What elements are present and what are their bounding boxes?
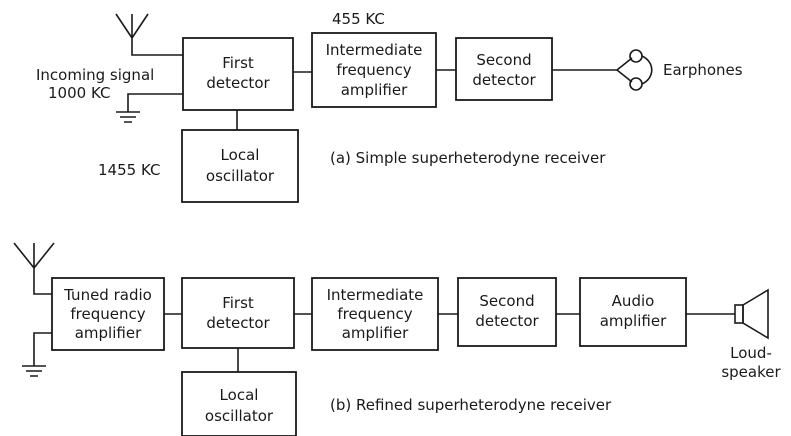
caption-b: (b) Refined superheterodyne receiver xyxy=(330,396,612,414)
diagram-a: 455 KC Incoming signal 1000 KC 1455 KC F… xyxy=(36,10,743,203)
local-oscillator-label-b2: oscillator xyxy=(205,407,274,425)
antenna-icon-a xyxy=(115,13,183,56)
rf-amplifier-label-1: Tuned radio xyxy=(63,286,152,304)
if-amplifier-label-a3: amplifier xyxy=(341,81,408,99)
first-detector-label-a2: detector xyxy=(206,74,270,92)
audio-amplifier-label-2: amplifier xyxy=(600,312,667,330)
if-frequency-label: 455 KC xyxy=(332,10,385,28)
second-detector-box-a xyxy=(455,37,553,101)
ground-icon-b xyxy=(22,332,52,377)
local-oscillator-label-b1: Local xyxy=(220,386,259,404)
if-amplifier-label-a1: Intermediate xyxy=(326,41,423,59)
ground-icon-a xyxy=(116,93,183,123)
if-amplifier-label-b1: Intermediate xyxy=(327,286,424,304)
rf-amplifier-box xyxy=(51,277,165,351)
first-detector-label-a1: First xyxy=(222,54,254,72)
second-detector-box-b xyxy=(457,277,557,347)
rf-amplifier-label-2: frequency xyxy=(70,305,145,323)
if-amplifier-box-a xyxy=(311,32,437,108)
audio-amplifier-box xyxy=(579,277,687,347)
local-oscillator-box-a xyxy=(181,129,299,203)
loudspeaker-label-2: speaker xyxy=(721,363,781,381)
loudspeaker-label-1: Loud- xyxy=(730,344,772,362)
earphones-label: Earphones xyxy=(663,61,743,79)
earphones-icon xyxy=(616,49,653,91)
caption-a: (a) Simple superheterodyne receiver xyxy=(330,149,606,167)
local-oscillator-label-a1: Local xyxy=(221,146,260,164)
second-detector-label-a1: Second xyxy=(476,51,531,69)
incoming-frequency-label: 1000 KC xyxy=(48,84,110,102)
first-detector-label-b2: detector xyxy=(206,314,270,332)
second-detector-label-b2: detector xyxy=(475,312,539,330)
first-detector-box-a xyxy=(182,37,294,111)
second-detector-label-a2: detector xyxy=(472,71,536,89)
antenna-icon-b xyxy=(13,242,55,295)
loudspeaker-icon xyxy=(734,288,769,340)
second-detector-label-b1: Second xyxy=(479,292,534,310)
incoming-signal-label: Incoming signal xyxy=(36,66,154,84)
oscillator-frequency-label: 1455 KC xyxy=(98,161,160,179)
if-amplifier-label-b2: frequency xyxy=(337,305,412,323)
first-detector-box-b xyxy=(181,277,295,349)
if-amplifier-label-b3: amplifier xyxy=(342,324,409,342)
audio-amplifier-label-1: Audio xyxy=(612,292,655,310)
local-oscillator-label-a2: oscillator xyxy=(206,167,275,185)
local-oscillator-box-b xyxy=(181,371,297,436)
first-detector-label-b1: First xyxy=(222,294,254,312)
diagram-b: Tuned radio frequency amplifier First de… xyxy=(13,242,781,436)
if-amplifier-label-a2: frequency xyxy=(336,61,411,79)
rf-amplifier-label-3: amplifier xyxy=(75,324,142,342)
